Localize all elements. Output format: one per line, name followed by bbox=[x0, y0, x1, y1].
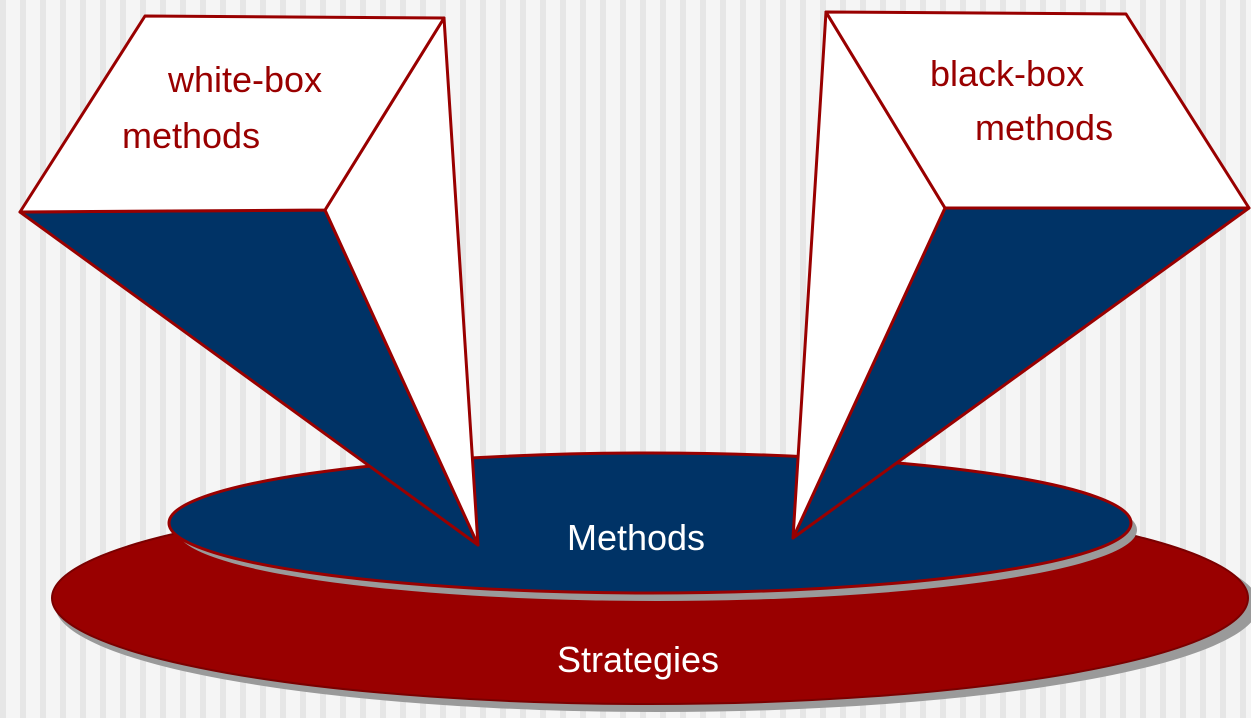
white-box-methods-shape: white-box methods bbox=[18, 14, 480, 547]
methods-disk: Methods bbox=[167, 451, 1137, 601]
black-box-label-line1: black-box bbox=[930, 53, 1084, 94]
strategies-label: Strategies bbox=[557, 639, 719, 680]
white-box-top-face bbox=[18, 14, 446, 214]
black-box-label-line2: methods bbox=[975, 107, 1113, 148]
white-box-label-line2: methods bbox=[122, 115, 260, 156]
black-box-top-face bbox=[824, 10, 1251, 210]
black-box-methods-shape: black-box methods bbox=[791, 10, 1251, 540]
white-box-label-line1: white-box bbox=[167, 59, 322, 100]
methods-label: Methods bbox=[567, 517, 705, 558]
